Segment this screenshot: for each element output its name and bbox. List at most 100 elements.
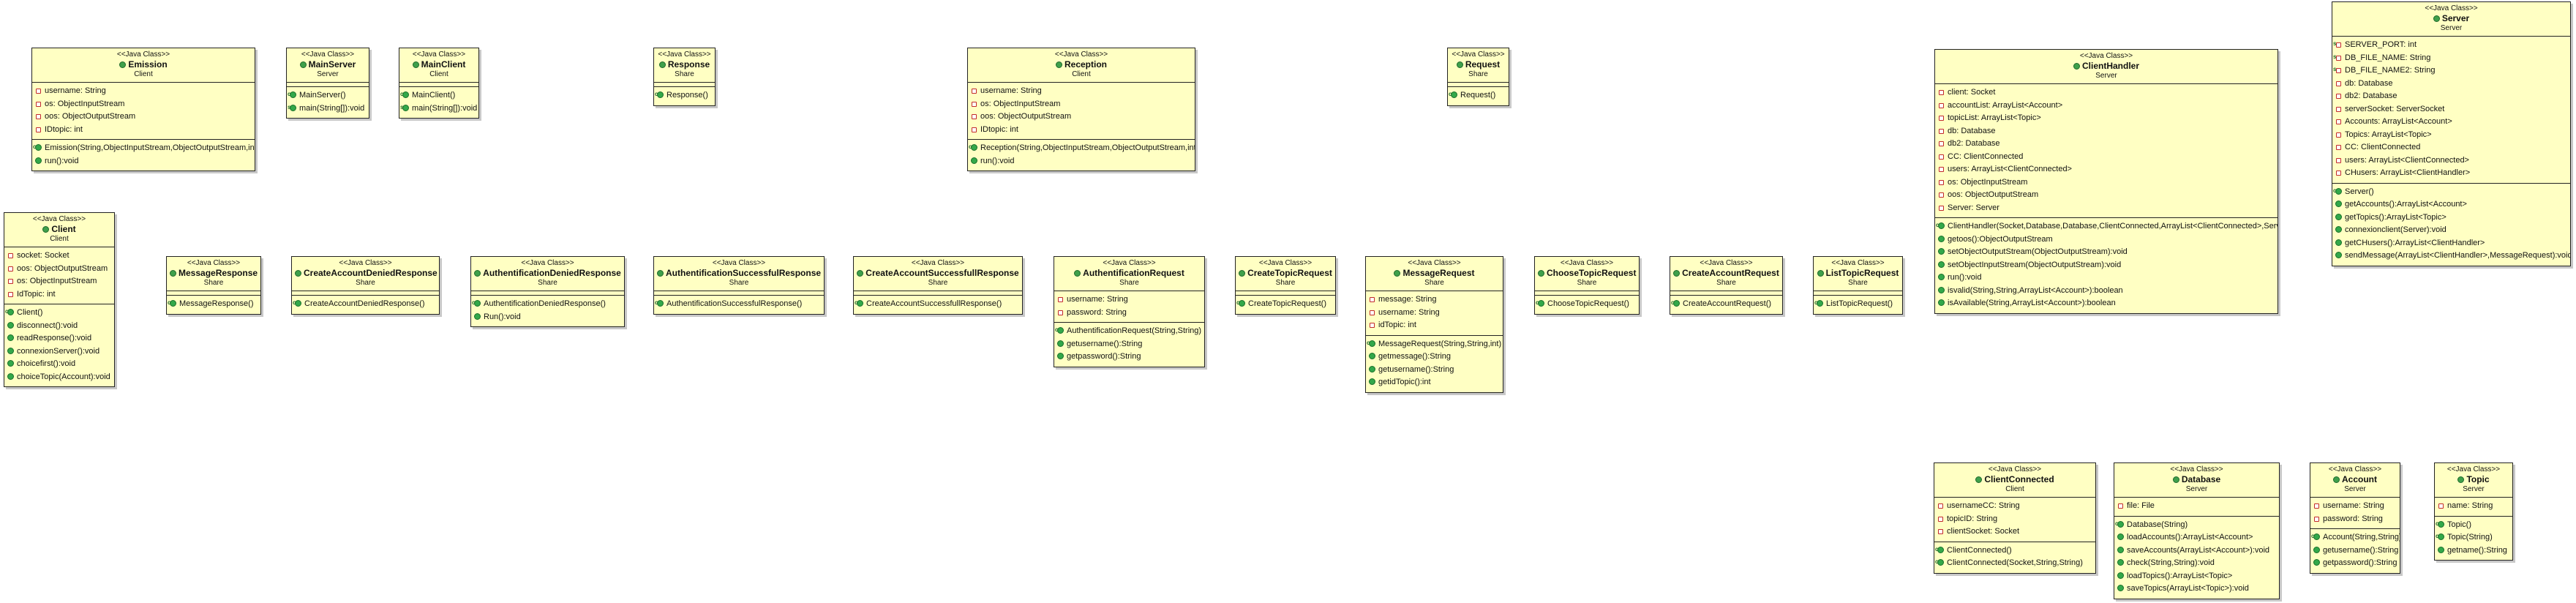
class-box-main-server[interactable]: <<Java Class>>MainServerServerMainServer… bbox=[286, 48, 369, 119]
field-row[interactable]: oos: ObjectOutputStream bbox=[1938, 189, 2275, 202]
method-row[interactable]: loadAccounts():ArrayList<Account> bbox=[2117, 531, 2276, 544]
method-row[interactable]: ClientConnected(Socket,String,String) bbox=[1935, 555, 2092, 570]
field-row[interactable]: db2: Database bbox=[2335, 90, 2567, 103]
field-row[interactable]: password: String bbox=[2313, 513, 2397, 526]
field-row[interactable]: db: Database bbox=[2335, 78, 2567, 91]
class-box-create-account-successfull-response[interactable]: <<Java Class>>CreateAccountSuccessfullRe… bbox=[853, 256, 1023, 315]
method-row[interactable]: Emission(String,ObjectInputStream,Object… bbox=[33, 141, 255, 155]
method-row[interactable]: Server() bbox=[2333, 184, 2567, 199]
method-row[interactable]: CreateTopicRequest() bbox=[1236, 296, 1332, 311]
field-row[interactable]: username: String bbox=[35, 85, 252, 98]
method-row[interactable]: ChooseTopicRequest() bbox=[1536, 296, 1636, 311]
field-row[interactable]: CHusers: ArrayList<ClientHandler> bbox=[2335, 167, 2567, 180]
method-row[interactable]: loadTopics():ArrayList<Topic> bbox=[2117, 570, 2276, 583]
method-row[interactable]: Topic(String) bbox=[2436, 530, 2509, 544]
method-row[interactable]: choicefirst():void bbox=[7, 358, 111, 371]
field-row[interactable]: usernameCC: String bbox=[1937, 500, 2092, 513]
field-row[interactable]: clientSocket: Socket bbox=[1937, 525, 2092, 539]
field-row[interactable]: accountList: ArrayList<Account> bbox=[1938, 100, 2275, 113]
method-row[interactable]: ListTopicRequest() bbox=[1814, 296, 1899, 311]
field-row[interactable]: SERVER_PORT: int bbox=[2333, 37, 2567, 52]
field-row[interactable]: CC: ClientConnected bbox=[2335, 141, 2567, 154]
field-row[interactable]: db: Database bbox=[1938, 125, 2275, 138]
method-row[interactable]: AuthentificationDeniedResponse() bbox=[472, 296, 621, 311]
class-box-list-topic-request[interactable]: <<Java Class>>ListTopicRequestShareListT… bbox=[1813, 256, 1903, 315]
class-box-create-topic-request[interactable]: <<Java Class>>CreateTopicRequestShareCre… bbox=[1235, 256, 1336, 315]
method-row[interactable]: MessageRequest(String,String,int) bbox=[1367, 337, 1501, 351]
method-row[interactable]: getTopics():ArrayList<Topic> bbox=[2335, 211, 2567, 225]
field-row[interactable]: name: String bbox=[2438, 500, 2509, 513]
method-row[interactable]: saveTopics(ArrayList<Topic>):void bbox=[2117, 583, 2276, 596]
field-row[interactable]: password: String bbox=[1057, 307, 1201, 320]
method-row[interactable]: choiceTopic(Account):void bbox=[7, 371, 111, 384]
method-row[interactable]: getAccounts():ArrayList<Account> bbox=[2335, 198, 2567, 211]
field-row[interactable]: oos: ObjectOutputStream bbox=[971, 111, 1192, 124]
class-box-request[interactable]: <<Java Class>>RequestShareRequest() bbox=[1447, 48, 1509, 106]
method-row[interactable]: connexionServer():void bbox=[7, 345, 111, 359]
method-row[interactable]: getidTopic():int bbox=[1369, 376, 1500, 389]
class-box-choose-topic-request[interactable]: <<Java Class>>ChooseTopicRequestShareCho… bbox=[1534, 256, 1640, 315]
class-box-authentification-successful-response[interactable]: <<Java Class>>AuthentificationSuccessful… bbox=[653, 256, 825, 315]
field-row[interactable]: client: Socket bbox=[1938, 86, 2275, 100]
method-row[interactable]: getoos():ObjectOutputStream bbox=[1938, 233, 2275, 247]
class-box-create-account-request[interactable]: <<Java Class>>CreateAccountRequestShareC… bbox=[1670, 256, 1783, 315]
method-row[interactable]: Reception(String,ObjectInputStream,Objec… bbox=[969, 141, 1195, 155]
field-row[interactable]: os: ObjectInputStream bbox=[971, 98, 1192, 111]
method-row[interactable]: getpassword():String bbox=[2313, 557, 2397, 570]
method-row[interactable]: MessageResponse() bbox=[168, 296, 258, 311]
field-row[interactable]: users: ArrayList<ClientConnected> bbox=[2335, 154, 2567, 168]
field-row[interactable]: file: File bbox=[2117, 500, 2276, 513]
method-row[interactable]: AuthentificationSuccessfulResponse() bbox=[655, 296, 821, 311]
field-row[interactable]: username: String bbox=[971, 85, 1192, 98]
method-row[interactable]: getusername():String bbox=[2313, 544, 2398, 558]
method-row[interactable]: Response() bbox=[655, 88, 712, 102]
method-row[interactable]: check(String,String):void bbox=[2117, 557, 2276, 570]
field-row[interactable]: db2: Database bbox=[1938, 138, 2275, 151]
field-row[interactable]: IDtopic: int bbox=[35, 124, 252, 137]
method-row[interactable]: CreateAccountRequest() bbox=[1671, 296, 1779, 311]
field-row[interactable]: IdTopic: int bbox=[7, 288, 111, 302]
field-row[interactable]: Server: Server bbox=[1938, 202, 2275, 215]
field-row[interactable]: serverSocket: ServerSocket bbox=[2335, 103, 2567, 116]
method-row[interactable]: Run():void bbox=[474, 311, 621, 324]
method-row[interactable]: main(String[]):void bbox=[288, 101, 366, 116]
class-box-server[interactable]: <<Java Class>>ServerServerSERVER_PORT: i… bbox=[2332, 1, 2571, 266]
method-row[interactable]: Account(String,String) bbox=[2311, 530, 2400, 544]
method-row[interactable]: connexionclient(Server):void bbox=[2335, 224, 2567, 237]
method-row[interactable]: Request() bbox=[1449, 88, 1506, 102]
field-row[interactable]: oos: ObjectOutputStream bbox=[35, 111, 252, 124]
field-row[interactable]: socket: Socket bbox=[7, 250, 111, 263]
method-row[interactable]: MainServer() bbox=[288, 88, 366, 102]
class-box-create-account-denied-response[interactable]: <<Java Class>>CreateAccountDeniedRespons… bbox=[291, 256, 440, 315]
method-row[interactable]: CreateAccountSuccessfullResponse() bbox=[855, 296, 1019, 311]
field-row[interactable]: IDtopic: int bbox=[971, 124, 1192, 137]
method-row[interactable]: readResponse():void bbox=[7, 332, 111, 345]
field-row[interactable]: DB_FILE_NAME2: String bbox=[2333, 63, 2567, 78]
method-row[interactable]: disconnect():void bbox=[7, 320, 111, 333]
class-box-response[interactable]: <<Java Class>>ResponseShareResponse() bbox=[653, 48, 716, 106]
method-row[interactable]: main(String[]):void bbox=[400, 101, 477, 116]
method-row[interactable]: AuthentificationRequest(String,String) bbox=[1055, 323, 1201, 338]
method-row[interactable]: sendMessage(ArrayList<ClientHandler>,Mes… bbox=[2335, 250, 2570, 263]
method-row[interactable]: getCHusers():ArrayList<ClientHandler> bbox=[2335, 237, 2567, 250]
field-row[interactable]: topicList: ArrayList<Topic> bbox=[1938, 112, 2275, 125]
method-row[interactable]: run():void bbox=[971, 155, 1192, 168]
field-row[interactable]: CC: ClientConnected bbox=[1938, 151, 2275, 164]
field-row[interactable]: oos: ObjectOutputStream bbox=[7, 263, 111, 276]
method-row[interactable]: MainClient() bbox=[400, 88, 476, 102]
method-row[interactable]: setObjectInputStream(ObjectOutputStream)… bbox=[1938, 259, 2275, 272]
field-row[interactable]: username: String bbox=[1369, 307, 1500, 320]
method-row[interactable]: Database(String) bbox=[2115, 517, 2276, 532]
method-row[interactable]: saveAccounts(ArrayList<Account>):void bbox=[2117, 544, 2276, 558]
method-row[interactable]: run():void bbox=[35, 155, 252, 168]
field-row[interactable]: Topics: ArrayList<Topic> bbox=[2335, 129, 2567, 142]
class-box-main-client[interactable]: <<Java Class>>MainClientClientMainClient… bbox=[399, 48, 479, 119]
method-row[interactable]: Client() bbox=[5, 305, 111, 320]
field-row[interactable]: DB_FILE_NAME: String bbox=[2333, 50, 2567, 65]
